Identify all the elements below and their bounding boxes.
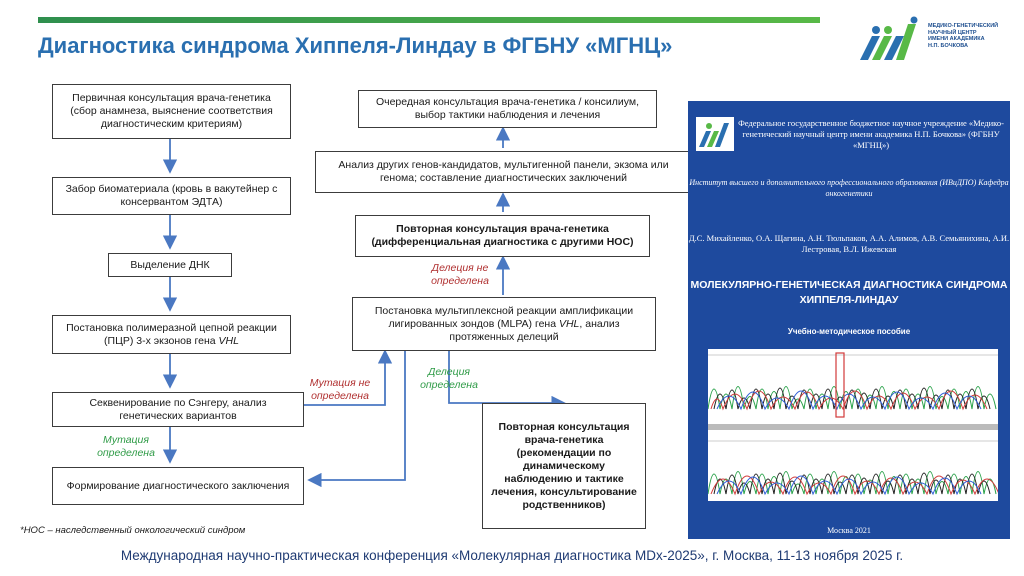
sequencing-chromatogram (708, 349, 998, 501)
book-emblem-icon (696, 117, 734, 151)
book-organization: Федеральное государственное бюджетное на… (738, 118, 1004, 151)
pcr-text: Постановка полимеразной цепной реакции (… (59, 322, 284, 348)
label-mutation-not-found: Мутация не определена (300, 377, 380, 403)
flow-step-mlpa: Постановка мультиплексной реакции амплиф… (352, 297, 656, 351)
flow-step-candidate-genes: Анализ других генов-кандидатов, мультиге… (315, 151, 692, 193)
flow-step-conclusion: Формирование диагностического заключения (52, 467, 304, 505)
label-mutation-found: Мутация определена (86, 434, 166, 460)
conference-footer: Международная научно-практическая конфер… (0, 548, 1024, 563)
flow-step-dna-extraction: Выделение ДНК (108, 253, 232, 277)
mgnc-logo-icon (858, 16, 928, 66)
book-institute: Институт высшего и дополнительного профе… (688, 177, 1010, 199)
book-authors: Д.С. Михайленко, О.А. Щагина, А.Н. Тюльп… (688, 233, 1010, 255)
flow-step-primary-consultation: Первичная консультация врача-генетика (с… (52, 84, 291, 139)
flow-step-sanger: Секвенирование по Сэнгеру, анализ генети… (52, 392, 304, 427)
book-year: Москва 2021 (688, 526, 1010, 535)
flow-step-pcr: Постановка полимеразной цепной реакции (… (52, 315, 291, 354)
flow-step-next-consultation: Очередная консультация врача-генетика / … (358, 90, 657, 128)
flow-step-repeat-consultation-differential: Повторная консультация врача-генетика (д… (355, 215, 650, 257)
header-accent-bar (38, 17, 820, 23)
mlpa-gene-name: VHL (559, 318, 579, 330)
logo-caption: МЕДИКО-ГЕНЕТИЧЕСКИЙ НАУЧНЫЙ ЦЕНТР ИМЕНИ … (928, 23, 1008, 49)
flow-step-biomaterial: Забор биоматериала (кровь в вакутейнер с… (52, 177, 291, 215)
label-deletion-found: Делеция определена (409, 366, 489, 392)
label-deletion-not-found: Делеция не определена (420, 262, 500, 288)
page-title: Диагностика синдрома Хиппеля-Линдау в ФГ… (38, 33, 672, 59)
logo-line: Н.П. БОЧКОВА (928, 43, 1008, 50)
pcr-gene-name: VHL (219, 335, 239, 347)
flow-step-repeat-consultation-followup: Повторная консультация врача-генетика (р… (482, 403, 646, 529)
logo-line: МЕДИКО-ГЕНЕТИЧЕСКИЙ (928, 23, 1008, 30)
book-title: МОЛЕКУЛЯРНО-ГЕНЕТИЧЕСКАЯ ДИАГНОСТИКА СИН… (688, 278, 1010, 308)
footnote: *НОС – наследственный онкологический син… (20, 525, 245, 536)
mlpa-text: Постановка мультиплексной реакции амплиф… (359, 305, 649, 344)
book-cover: Федеральное государственное бюджетное на… (688, 101, 1010, 539)
pcr-text-main: Постановка полимеразной цепной реакции (… (66, 322, 277, 347)
book-subtitle: Учебно-методическое пособие (688, 327, 1010, 336)
